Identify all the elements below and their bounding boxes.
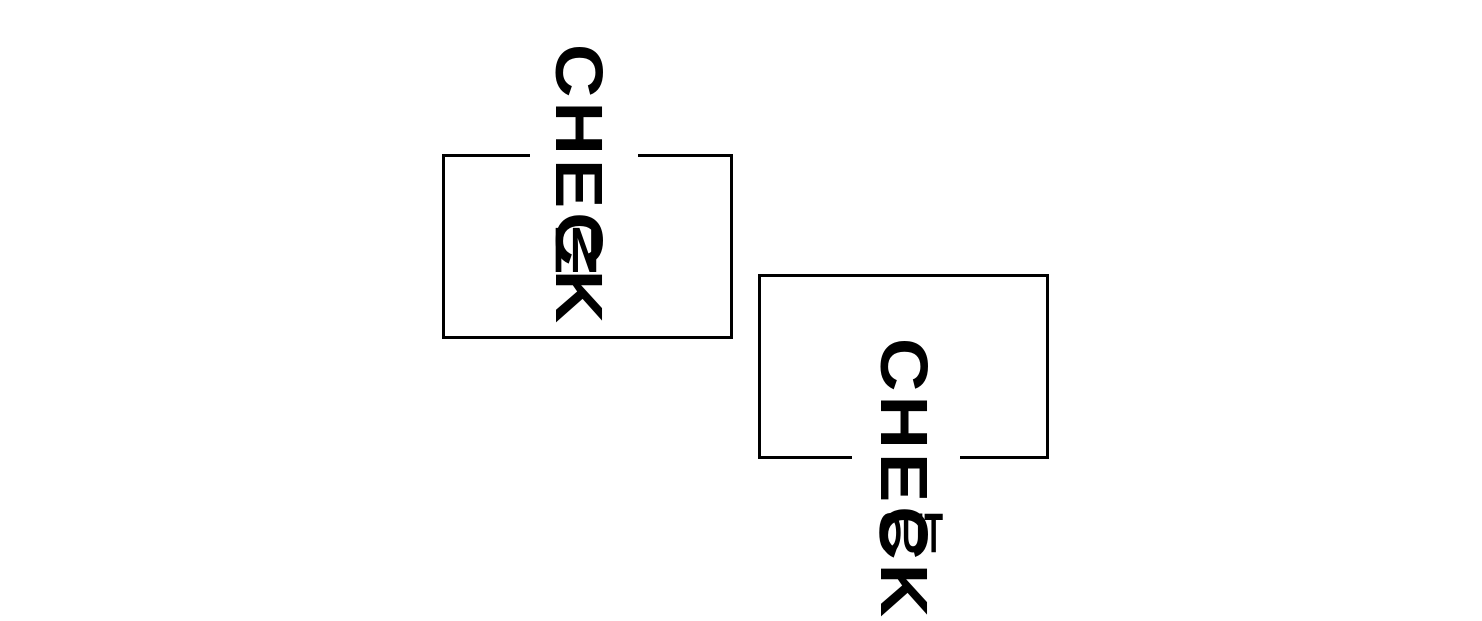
check-in-word-in: IN [553,214,606,286]
check-out-word-out: OUT [878,501,944,564]
check-in-word-check: CHECK [541,44,617,328]
check-out-word-check: CHECK [866,338,942,621]
check-out-frame-gap [852,452,960,464]
check-in-frame-gap [530,150,638,162]
